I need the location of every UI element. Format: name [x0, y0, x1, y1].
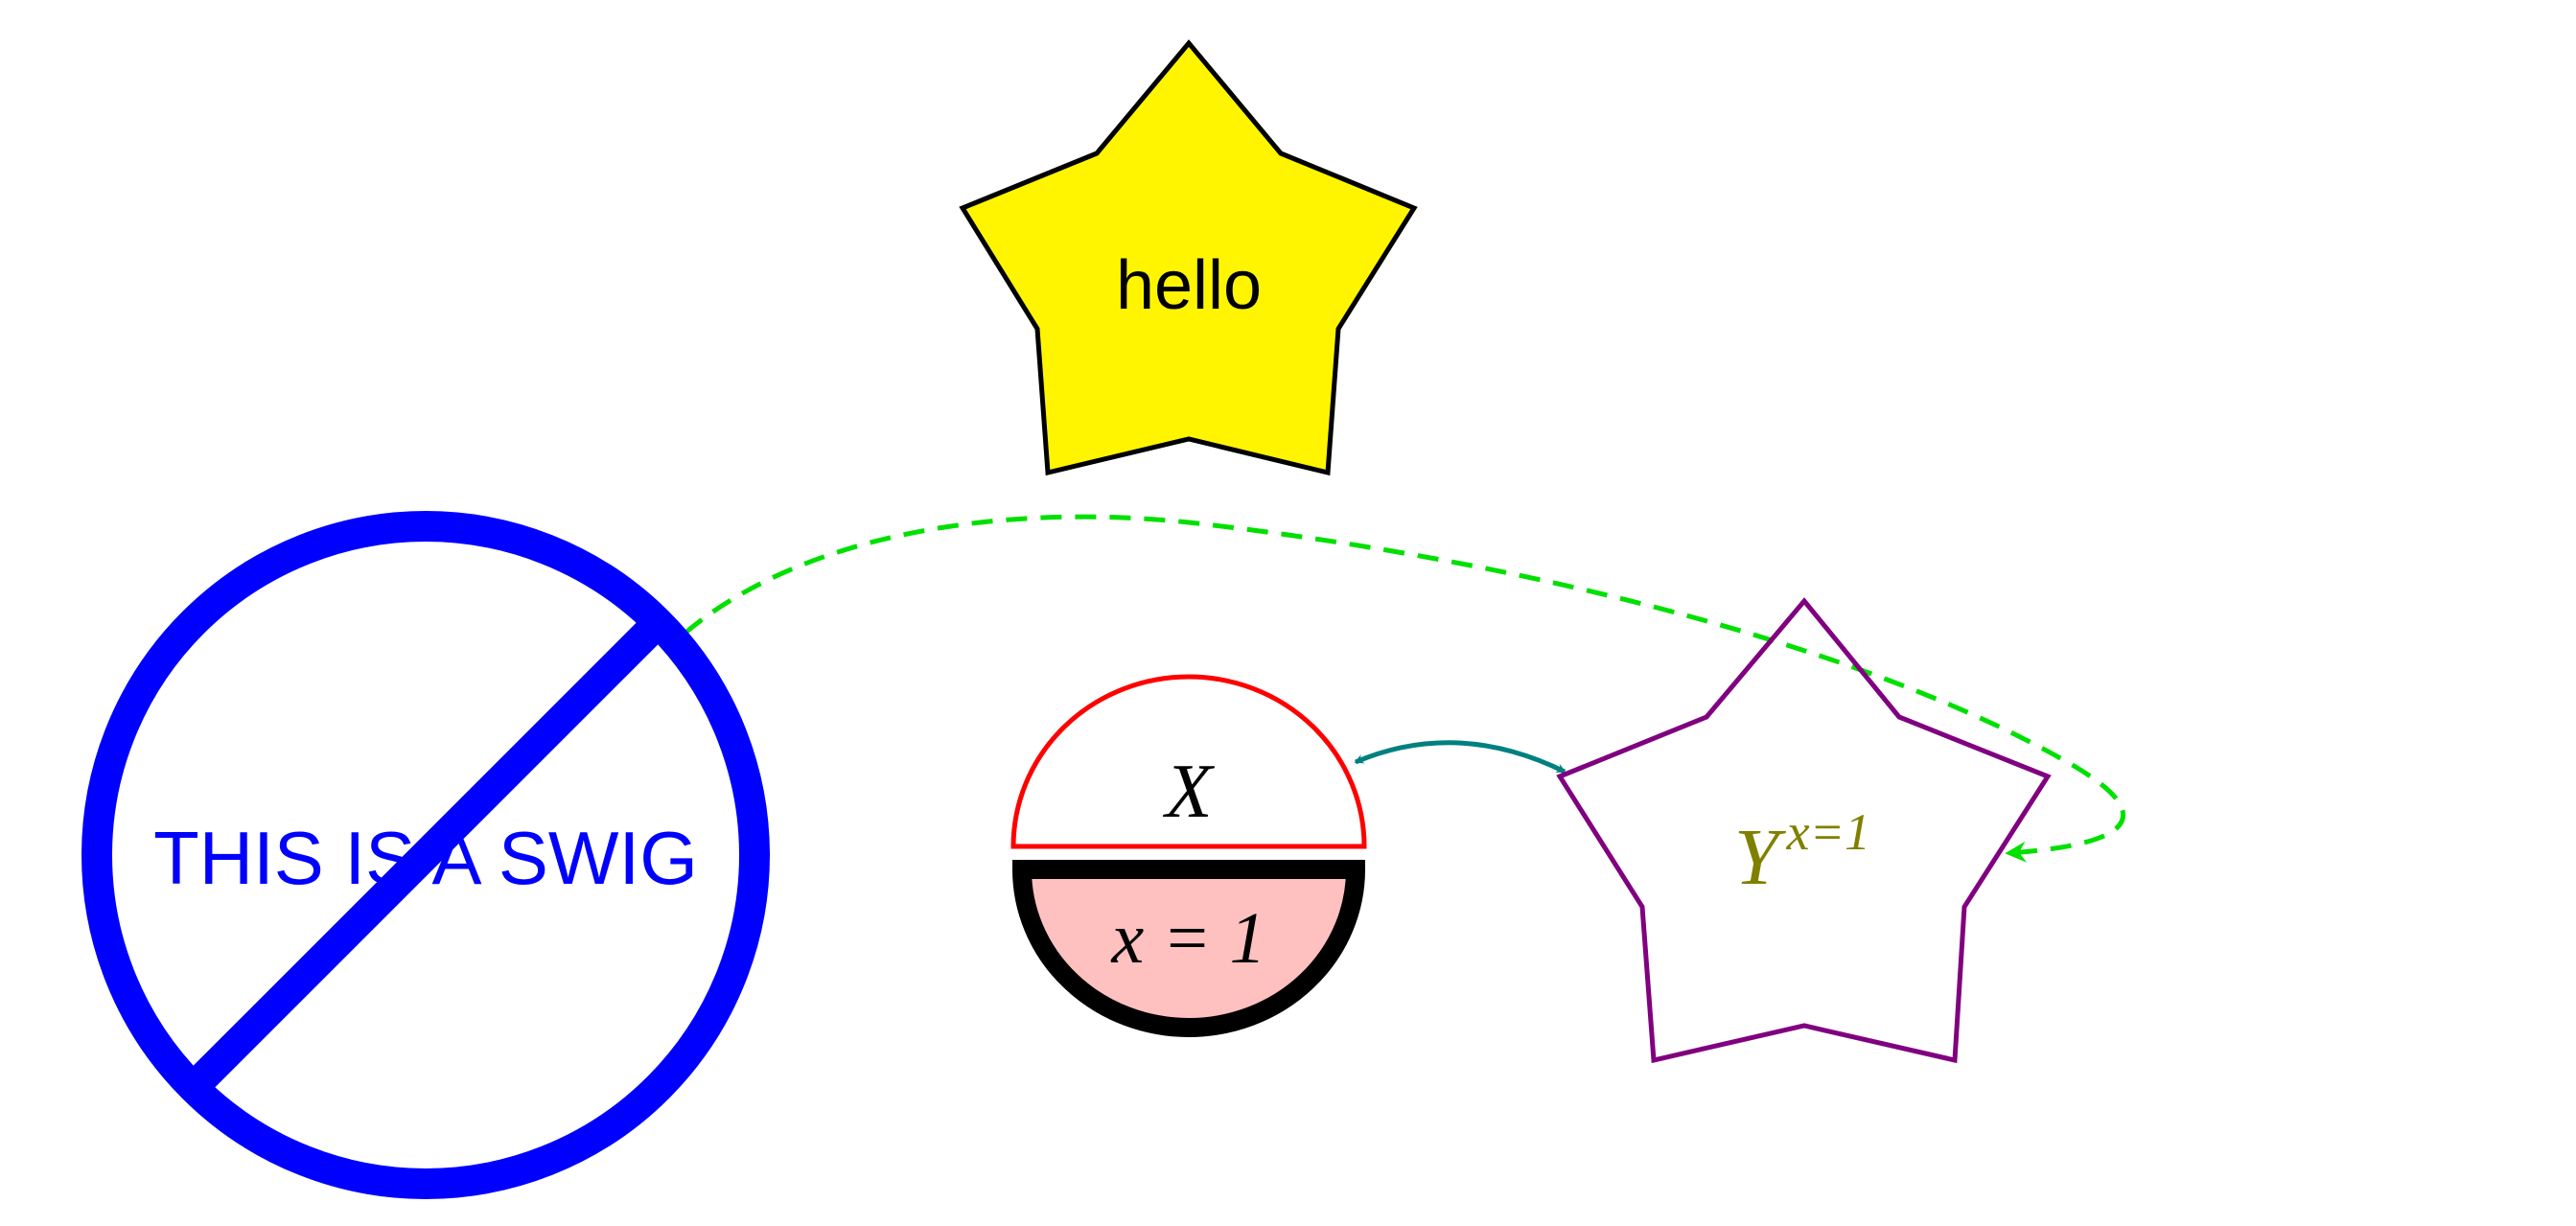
split-circle-top [1010, 674, 1367, 849]
split-circle-bottom [1011, 860, 1366, 1037]
y-label-superscript: x=1 [1786, 803, 1870, 861]
y-label-base: Y [1734, 813, 1787, 902]
split-circle-bottom-label: x = 1 [1110, 898, 1265, 979]
star-node-label: hello [1116, 247, 1262, 324]
edge-x-to-y [1354, 740, 1566, 775]
forbidden-node[interactable]: THIS IS A SWIG [81, 511, 770, 1199]
forbidden-slash [182, 612, 669, 1099]
forbidden-circle [81, 511, 770, 1199]
split-circle-node[interactable]: X x = 1 [1010, 674, 1367, 1037]
split-circle-top-label: X [1163, 750, 1216, 834]
edge-swig-to-y [684, 514, 2126, 863]
star-shape [959, 39, 1418, 476]
star-shape-purple [1556, 597, 2052, 1064]
star-node-hello[interactable]: hello [959, 39, 1418, 476]
